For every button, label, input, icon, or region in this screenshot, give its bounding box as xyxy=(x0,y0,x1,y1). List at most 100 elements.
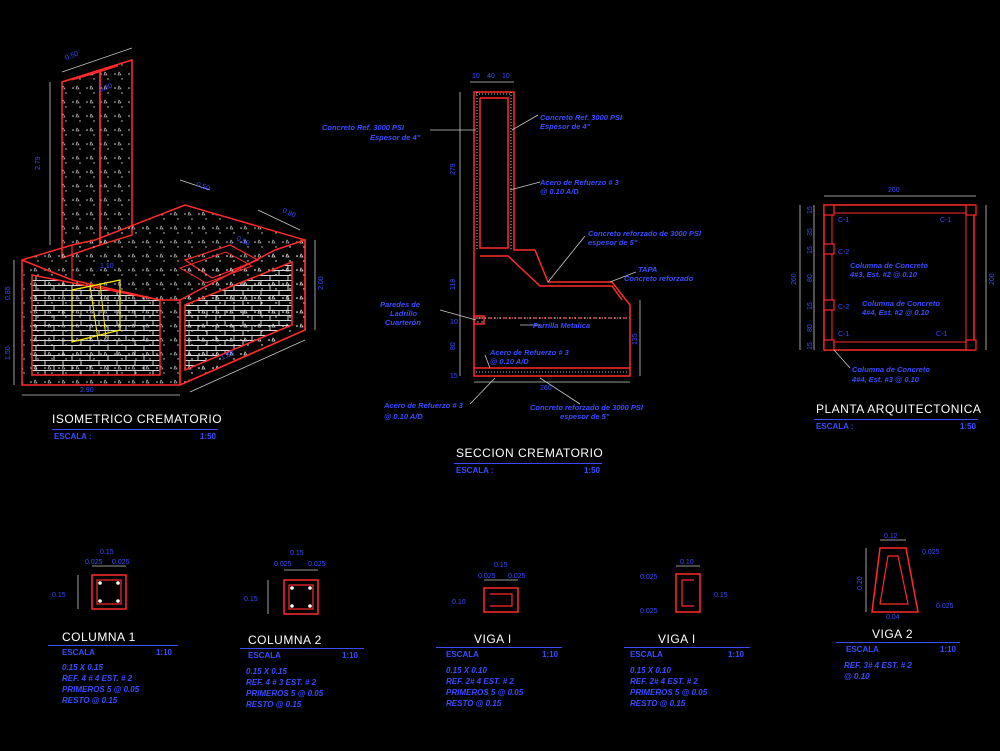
title-underline xyxy=(48,645,178,646)
section-label: @ 0.10 A/D xyxy=(490,357,529,366)
section-dim: 135 xyxy=(632,333,639,345)
iso-dim: 1.50 xyxy=(5,346,12,360)
isometric-view: 0.50 0.30 2.79 0.50 0.80 1.10 0.50 2.00 … xyxy=(5,47,325,396)
detail-dim: 0.20 xyxy=(857,576,864,590)
section-label: espesor de 5" xyxy=(560,412,610,421)
section-label: Parrilla Metalica xyxy=(533,321,590,330)
plan-note: 4#4, Est. #3 @ 0.10 xyxy=(851,375,920,384)
detail-dim: 0.15 xyxy=(494,562,508,569)
plan-col-label: C-1 xyxy=(940,217,951,224)
plan-note: 4#3, Est. #2 @ 0.10 xyxy=(849,270,918,279)
plan-dim: 15 xyxy=(807,206,814,214)
detail-dim: 0.10 xyxy=(680,559,694,566)
plan-note: Columna de Concreto xyxy=(862,299,940,308)
section-label: Concreto reforzado xyxy=(624,274,694,283)
section-label: Cuarterón xyxy=(385,318,421,327)
title-underline xyxy=(240,648,364,649)
isometric-title: ISOMETRICO CREMATORIO xyxy=(52,412,223,426)
title-underline xyxy=(436,647,562,648)
plan-dim: 80 xyxy=(807,274,814,282)
section-view: 10 40 10 279 118 10 80 15 135 260 Concre… xyxy=(322,73,702,421)
detail-title: VIGA I xyxy=(658,632,696,646)
detail-title: VIGA I xyxy=(474,632,512,646)
detail-dim: 0.15 xyxy=(52,592,66,599)
detail-dim: 0.025 xyxy=(640,574,658,581)
section-label: Concreto reforzado de 3000 PSI xyxy=(530,403,644,412)
plan-col-label: C-1 xyxy=(936,331,947,338)
detail-viga-2: 0.12 0.025 0.025 0.04 0.20 xyxy=(857,533,954,621)
detail-dim: 0.15 xyxy=(100,549,114,556)
iso-dim: 2.79 xyxy=(35,156,42,170)
plan-title: PLANTA ARQUITECTONICA xyxy=(816,402,982,416)
detail-dim: 0.025 xyxy=(922,549,940,556)
iso-dim: 0.85 xyxy=(5,286,12,300)
detail-columna-1: 0.15 0.025 0.025 0.15 xyxy=(52,549,130,610)
plan-view: 260 260 200 15 35 15 80 15 80 15 C-1 C-1… xyxy=(791,187,996,384)
detail-title: COLUMNA 1 xyxy=(62,630,136,644)
section-label: @ 0.10 A/D xyxy=(540,187,579,196)
title-underline xyxy=(814,419,978,420)
iso-dim: 0.80 xyxy=(281,207,296,219)
detail-dim: 0.15 xyxy=(244,596,258,603)
iso-dim: 1.80 xyxy=(220,350,235,362)
section-dim: 10 xyxy=(472,73,480,80)
plan-col-label: C-1 xyxy=(838,331,849,338)
title-underline xyxy=(52,429,218,430)
section-dimension-lines xyxy=(430,81,641,405)
iso-dim: 0.50 xyxy=(195,181,210,192)
section-dim: 10 xyxy=(502,73,510,80)
plan-dim: 15 xyxy=(807,342,814,350)
detail-dim: 0.025 xyxy=(308,561,326,568)
title-underline xyxy=(836,642,960,643)
plan-columns xyxy=(823,204,977,351)
isometric-dim-labels: 0.50 0.30 2.79 0.50 0.80 1.10 0.50 2.00 … xyxy=(5,51,325,394)
plan-dim: 15 xyxy=(807,246,814,254)
section-dim: 260 xyxy=(540,385,552,392)
detail-columna-2: 0.15 0.025 0.025 0.15 xyxy=(244,550,326,615)
plan-dim: 80 xyxy=(807,324,814,332)
plan-note: Columna de Concreto xyxy=(850,261,928,270)
section-label: Acero de Refuerzo # 3 xyxy=(383,401,464,410)
plan-dim: 260 xyxy=(888,187,900,194)
plan-scale: ESCALA :1:50 xyxy=(816,422,976,431)
detail-viga-1a: 0.15 0.025 0.025 0.10 xyxy=(452,562,526,613)
section-label: Concreto Ref. 3000 PSI xyxy=(322,123,405,132)
plan-col-label: C-2 xyxy=(838,249,849,256)
section-dim-labels: 10 40 10 279 118 10 80 15 135 260 xyxy=(450,73,639,392)
section-label: Espesor de 4" xyxy=(540,122,591,131)
title-underline xyxy=(454,463,602,464)
section-dim: 10 xyxy=(450,319,458,326)
oven-body xyxy=(21,204,306,387)
section-dim: 279 xyxy=(450,163,457,175)
section-title: SECCION CREMATORIO xyxy=(456,446,604,460)
section-scale: ESCALA :1:50 xyxy=(456,466,600,475)
detail-dim: 0.10 xyxy=(452,599,466,606)
detail-dim: 0.025 xyxy=(640,608,658,615)
plan-col-label: C-2 xyxy=(838,304,849,311)
section-label: Acero de Refuerzo # 3 xyxy=(539,178,620,187)
section-label: TAPA xyxy=(638,265,657,274)
detail-notes: REF. 3# 4 EST. # 2@ 0.10 xyxy=(844,661,912,681)
section-dim: 15 xyxy=(450,373,458,380)
section-dim: 40 xyxy=(487,73,495,80)
section-label: @ 0.10 A/D xyxy=(384,412,423,421)
section-label: Concreto reforzado de 3000 PSI xyxy=(588,229,702,238)
plan-note: Columna de Concreto xyxy=(852,365,930,374)
iso-dim: 2.90 xyxy=(80,387,94,394)
detail-dim: 0.025 xyxy=(936,603,954,610)
detail-dim: 0.025 xyxy=(508,573,526,580)
iso-dim: 0.30 xyxy=(98,83,113,94)
detail-title: COLUMNA 2 xyxy=(248,633,322,647)
plan-note: 4#4, Est. #2 @ 0.10 xyxy=(861,308,930,317)
isometric-dimensions xyxy=(13,47,316,396)
section-dim: 118 xyxy=(450,279,457,290)
detail-dim: 0.15 xyxy=(290,550,304,557)
plan-dim: 260 xyxy=(791,273,798,285)
plan-dim: 35 xyxy=(807,228,814,236)
